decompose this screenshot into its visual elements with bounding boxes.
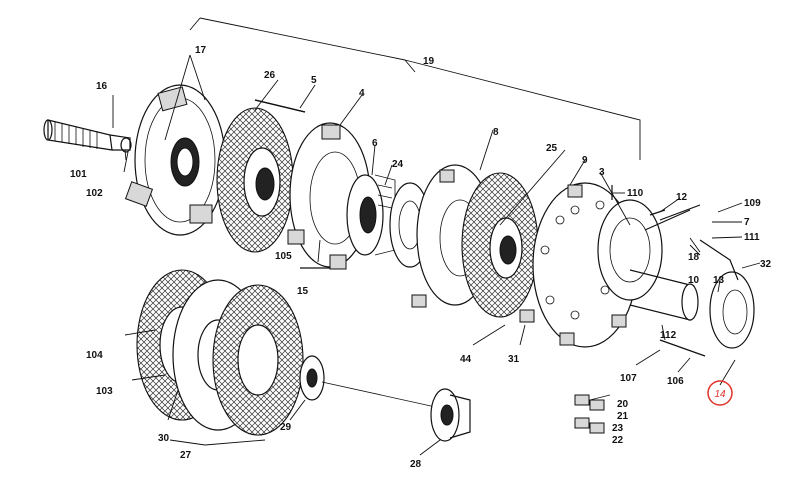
label-24: 24 [392, 159, 404, 170]
label-9: 9 [582, 155, 588, 166]
label-105: 105 [275, 251, 292, 262]
hub-29 [299, 355, 441, 409]
label-111: 111 [744, 232, 760, 243]
label-26: 26 [264, 70, 276, 81]
label-4: 4 [359, 88, 365, 99]
label-110: 110 [627, 188, 644, 199]
clutch-cover [124, 84, 226, 236]
label-27: 27 [180, 450, 192, 461]
hub-flange-28 [430, 388, 471, 442]
part-labels: 16 17 19 26 5 4 6 24 8 25 9 3 110 12 109… [70, 45, 772, 470]
label-104: 104 [86, 350, 103, 361]
label-7: 7 [744, 217, 750, 228]
bolts [254, 99, 706, 357]
label-6: 6 [372, 138, 378, 149]
label-13: 13 [713, 275, 725, 286]
hub-assembly [346, 174, 396, 256]
label-25: 25 [546, 143, 558, 154]
label-106: 106 [667, 376, 684, 387]
label-10: 10 [688, 275, 700, 286]
label-103: 103 [96, 386, 113, 397]
input-shaft [43, 119, 132, 153]
label-21: 21 [617, 411, 629, 422]
label-31: 31 [508, 354, 520, 365]
label-5: 5 [311, 75, 317, 86]
label-23: 23 [612, 423, 624, 434]
label-22: 22 [612, 435, 624, 446]
label-107: 107 [620, 373, 637, 384]
small-clips [574, 394, 605, 434]
label-8: 8 [493, 127, 499, 138]
group-bracket-19 [189, 17, 641, 160]
label-16: 16 [96, 81, 108, 92]
highlight-callout-14[interactable]: 14 [707, 380, 733, 406]
label-32: 32 [760, 259, 772, 270]
driven-disc-25 [461, 172, 539, 318]
label-15: 15 [297, 286, 309, 297]
leader-lines [112, 54, 761, 456]
label-30: 30 [158, 433, 170, 444]
release-housing [597, 199, 755, 349]
label-44: 44 [460, 354, 472, 365]
label-17: 17 [195, 45, 207, 56]
highlight-ring [707, 380, 733, 406]
driven-disc-26 [216, 99, 306, 253]
label-12: 12 [676, 192, 688, 203]
label-102: 102 [86, 188, 103, 199]
label-29: 29 [280, 422, 292, 433]
label-18: 18 [688, 252, 700, 263]
lower-disc-set [136, 269, 304, 436]
label-19: 19 [423, 56, 435, 67]
label-20: 20 [617, 399, 629, 410]
label-3: 3 [599, 167, 605, 178]
label-28: 28 [410, 459, 422, 470]
label-112: 112 [660, 330, 677, 341]
label-101: 101 [70, 169, 87, 180]
label-109: 109 [744, 198, 761, 209]
label-14: 14 [714, 389, 726, 400]
